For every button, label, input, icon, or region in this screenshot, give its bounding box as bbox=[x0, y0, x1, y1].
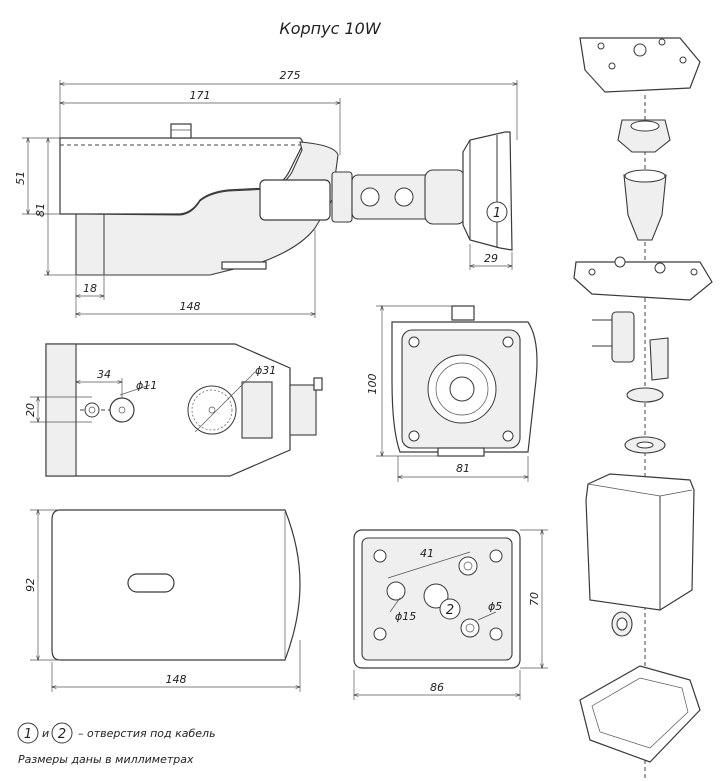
exploded-screws bbox=[592, 311, 669, 381]
exploded-joint bbox=[623, 174, 667, 241]
dimension-70: 70 bbox=[528, 592, 541, 606]
dimension-34: 34 bbox=[97, 368, 111, 381]
bottom-view: ϕ31 ϕ11 34 20 bbox=[24, 343, 323, 477]
dimension-275: 275 bbox=[280, 69, 301, 82]
legend: 1 и 2 – отверстия под кабель Размеры дан… bbox=[17, 722, 216, 766]
cable-hole-marker-2 bbox=[439, 598, 461, 620]
units-note: Размеры даны в миллиметрах bbox=[18, 753, 194, 766]
dimension-148-side: 148 bbox=[180, 300, 201, 313]
dimension-29: 29 bbox=[484, 252, 498, 265]
dimension-92: 92 bbox=[24, 578, 37, 592]
dimension-phi5: ϕ5 bbox=[488, 600, 502, 613]
legend-note: – отверстия под кабель bbox=[78, 727, 216, 740]
exploded-gland bbox=[626, 387, 664, 403]
cable-gland-circle bbox=[187, 385, 237, 435]
dimension-20: 20 bbox=[24, 403, 37, 417]
camera-body-lower bbox=[75, 141, 339, 276]
dimension-18: 18 bbox=[83, 282, 97, 295]
cable-hole-marker-1 bbox=[486, 201, 508, 223]
legend-marker-1 bbox=[17, 722, 39, 744]
dimension-phi11: ϕ11 bbox=[136, 379, 157, 392]
dimension-171: 171 bbox=[190, 89, 211, 102]
bracket-arm bbox=[331, 171, 353, 223]
dimension-86: 86 bbox=[430, 681, 444, 694]
dimension-phi31: ϕ31 bbox=[255, 364, 276, 377]
drawing-title: Корпус 10W bbox=[279, 19, 381, 38]
exploded-view bbox=[573, 37, 713, 780]
exploded-base-plate bbox=[573, 261, 713, 301]
housing-top bbox=[51, 509, 301, 661]
svg-text:1: 1 bbox=[493, 206, 501, 221]
legend-marker-2 bbox=[51, 722, 73, 744]
mount-plate-view: 2 41 ϕ15 ϕ5 70 86 bbox=[353, 529, 548, 700]
top-view: 92 148 bbox=[24, 509, 301, 692]
front-view: 100 81 bbox=[366, 305, 538, 482]
dimension-51: 51 bbox=[14, 171, 27, 185]
top-slot bbox=[127, 573, 175, 593]
top-screw bbox=[170, 123, 192, 139]
legend-conjunction: и bbox=[42, 727, 49, 740]
dimension-81: 81 bbox=[34, 203, 47, 217]
svg-text:1: 1 bbox=[24, 727, 32, 742]
dimension-148-top: 148 bbox=[166, 673, 187, 686]
dimension-100: 100 bbox=[366, 374, 379, 395]
cable-hole-2 bbox=[423, 583, 449, 609]
exploded-housing bbox=[585, 473, 695, 611]
svg-text:2: 2 bbox=[446, 603, 454, 618]
exploded-bottom-ring bbox=[579, 665, 701, 763]
dimension-phi15: ϕ15 bbox=[395, 610, 416, 623]
svg-text:2: 2 bbox=[58, 727, 66, 742]
dimension-81-front: 81 bbox=[456, 462, 470, 475]
dimension-41: 41 bbox=[420, 547, 434, 560]
side-view: 275 171 1 29 51 bbox=[14, 69, 517, 318]
